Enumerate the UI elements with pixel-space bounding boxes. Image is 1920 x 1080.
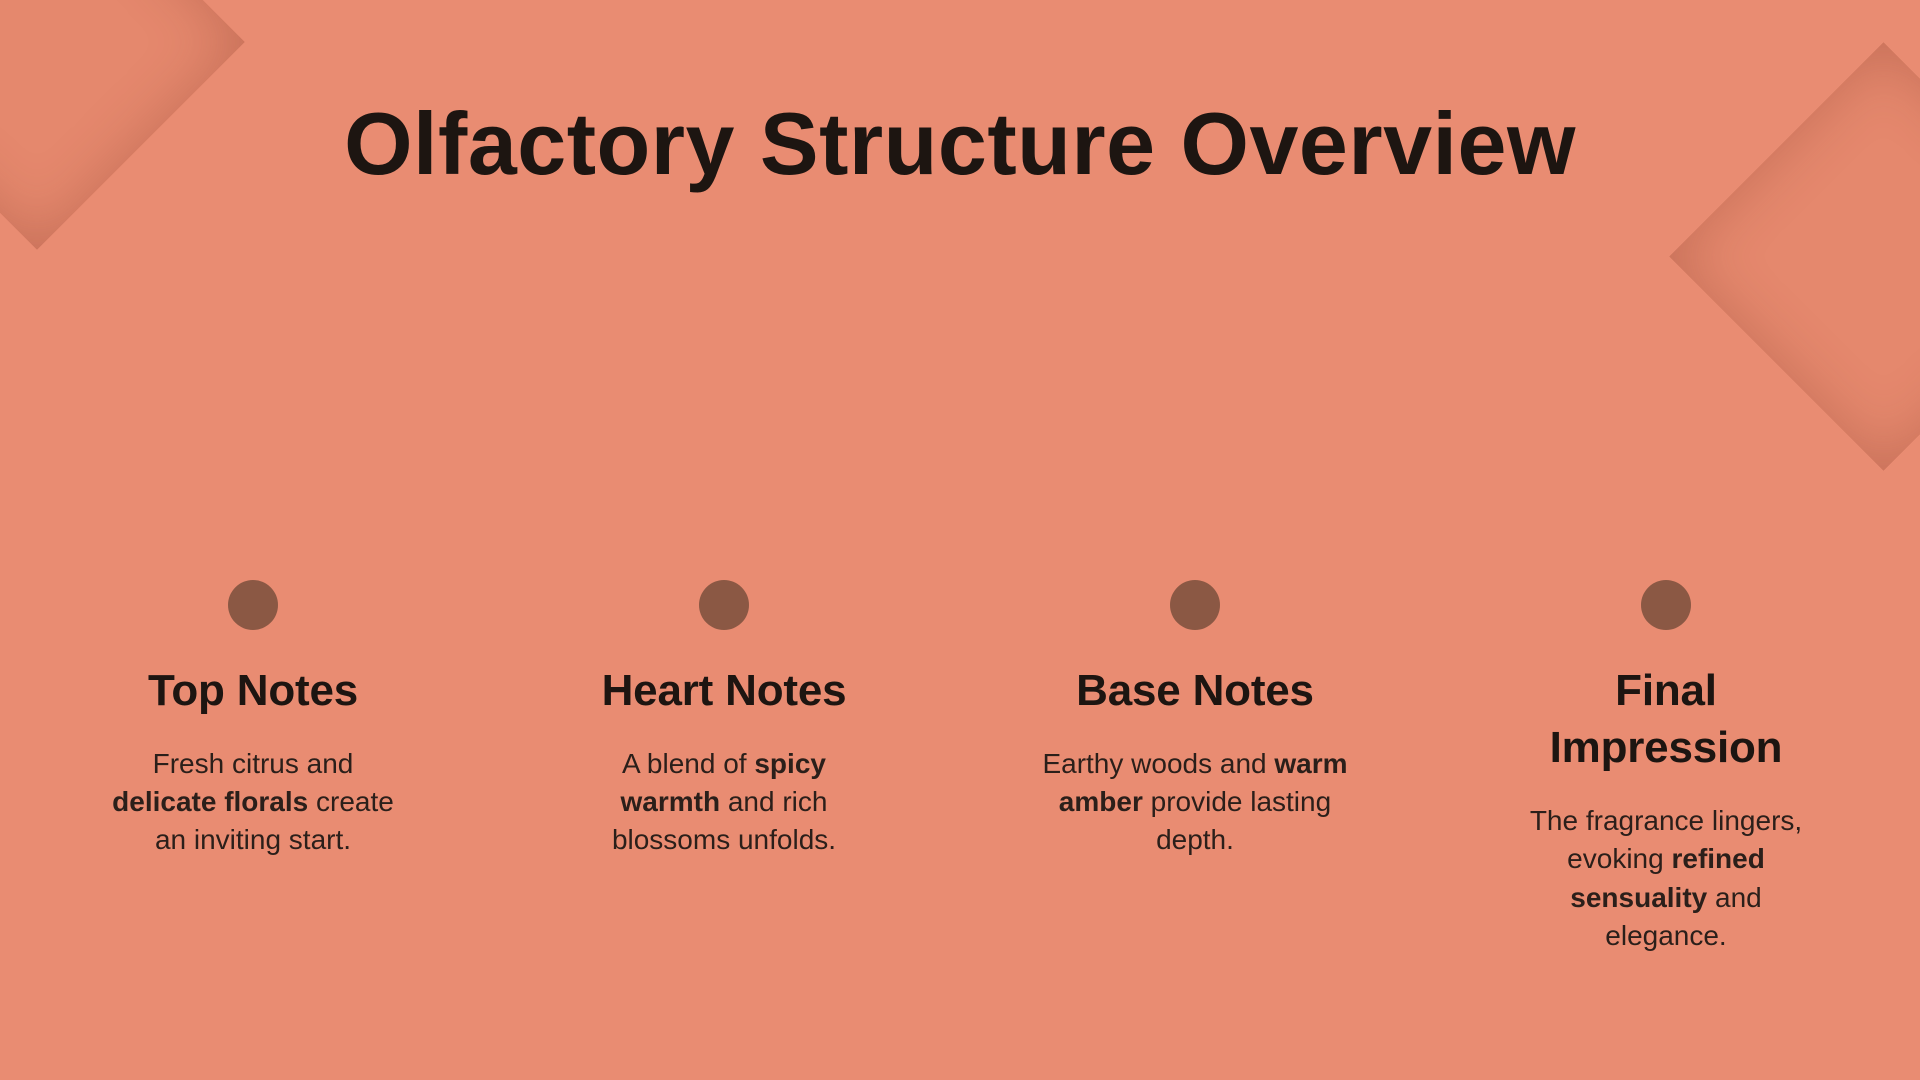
column-heading: Heart Notes [601,666,847,715]
slide-title: Olfactory Structure Overview [344,94,1576,193]
bullet-dot-icon [1170,580,1220,630]
column-body: The fragrance lingers, evoking refined s… [1529,805,1803,951]
column-body: Fresh citrus and delicate florals create… [112,748,394,856]
column-heading: Top Notes [147,666,359,715]
column-body: Earthy woods and warm amber provide last… [1042,748,1348,856]
bullet-dot-icon [228,580,278,630]
note-column: Top Notes Fresh citrus and delicate flor… [53,580,453,955]
note-column: Final Impression The fragrance lingers, … [1466,580,1866,955]
bullet-dot-icon [699,580,749,630]
column-body: A blend of spicy warmth and rich blossom… [611,748,837,856]
notes-columns: Top Notes Fresh citrus and delicate flor… [53,580,1867,955]
note-column: Heart Notes A blend of spicy warmth and … [524,580,924,955]
bullet-dot-icon [1641,580,1691,630]
column-heading: Base Notes [1076,666,1314,715]
column-heading: Final Impression [1549,666,1783,773]
note-column: Base Notes Earthy woods and warm amber p… [995,580,1395,955]
